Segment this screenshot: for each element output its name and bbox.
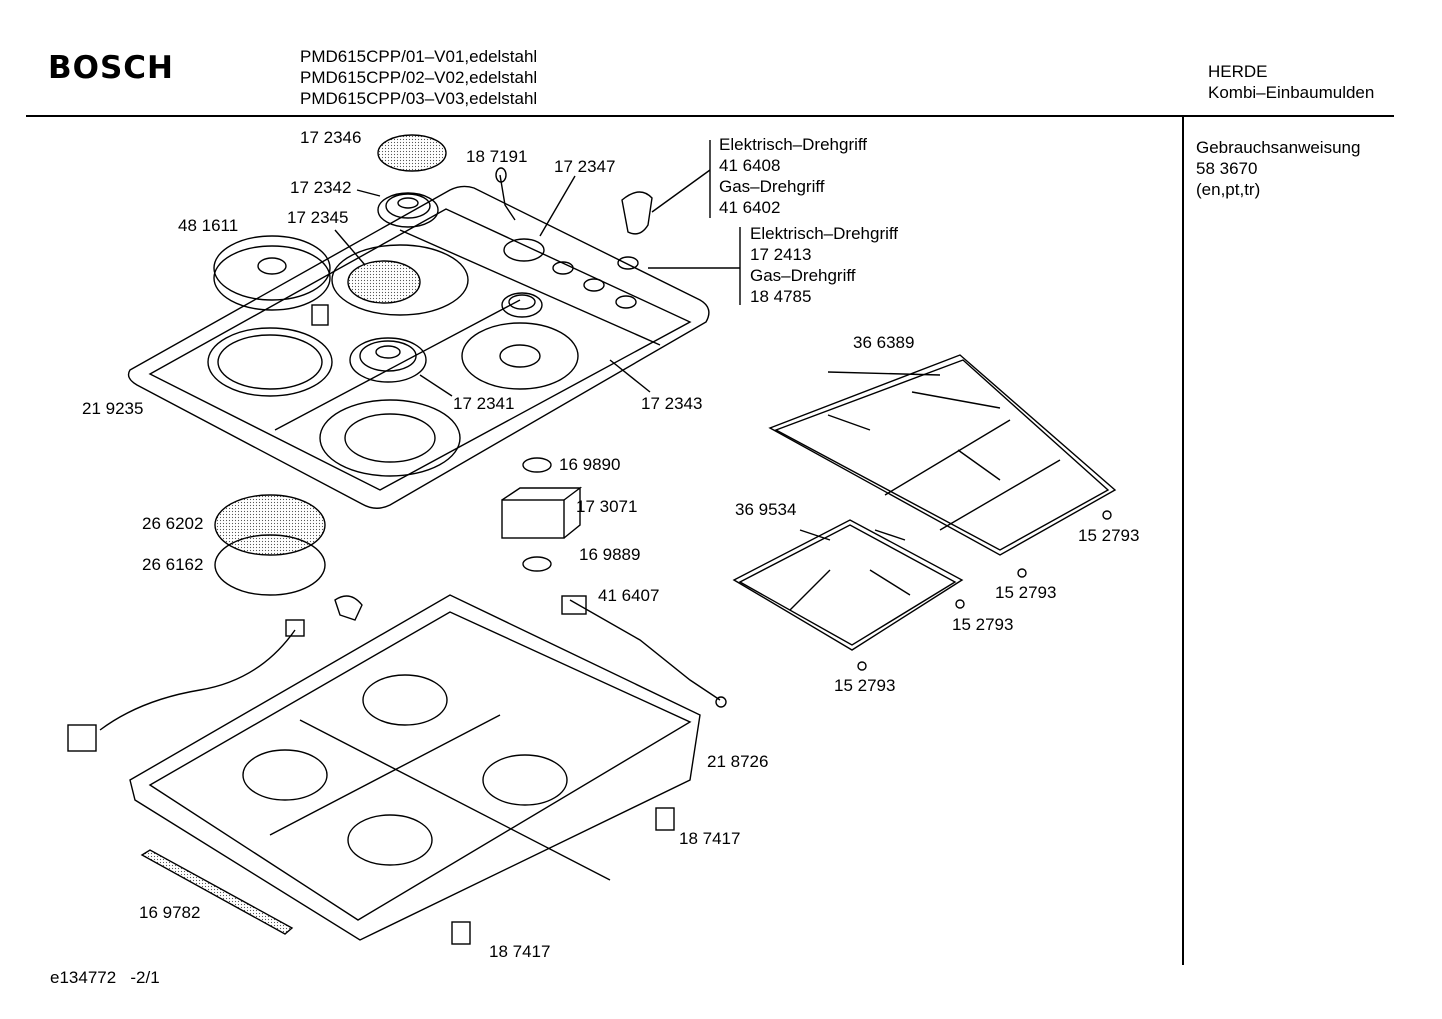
part-label: 26 6202 [142,514,204,533]
knob-group-line: 41 6408 [719,156,781,175]
model-line: PMD615CPP/02–V02,edelstahl [300,68,538,87]
knob-group-line: Gas–Drehgriff [750,266,856,285]
part-label: 17 2347 [554,157,616,176]
bosch-logo: BOSCH [48,50,175,86]
part-label: 15 2793 [952,615,1014,634]
category-line: Kombi–Einbaumulden [1208,83,1375,102]
part-label: 16 9890 [559,455,621,474]
part-label: 16 9889 [579,545,641,564]
part-label: 17 2346 [300,128,362,147]
part-label: 16 9782 [139,903,201,922]
manual-reference: Gebrauchsanweisung 58 3670 (en,pt,tr) [1196,137,1360,200]
manual-line: 58 3670 [1196,159,1258,178]
model-line: PMD615CPP/03–V03,edelstahl [300,89,538,108]
part-label: 15 2793 [995,583,1057,602]
hob-top-plate [127,185,710,509]
part-label: 17 2342 [290,178,352,197]
diagram-reference: e134772 -2/1 [50,968,160,987]
knob-group-line: 41 6402 [719,198,781,217]
part-label: 21 9235 [82,399,144,418]
part-label: 48 1611 [178,216,239,235]
knob-group-upper: Elektrisch–Drehgriff 41 6408 Gas–Drehgri… [719,134,867,218]
knob-group-line: Gas–Drehgriff [719,177,825,196]
part-label: 21 8726 [707,752,769,771]
burner-172343 [501,292,543,318]
manual-line: Gebrauchsanweisung [1196,138,1361,157]
knob-group-line: Elektrisch–Drehgriff [719,135,868,154]
part-label: 17 3071 [576,497,638,516]
pan-support-366389 [768,354,1117,556]
part-label: 17 2343 [641,394,703,413]
knob-group-lower: Elektrisch–Drehgriff 17 2413 Gas–Drehgri… [750,223,898,307]
header-divider [26,115,1394,117]
knob-group-line: Elektrisch–Drehgriff [750,224,899,243]
part-label: 26 6162 [142,555,204,574]
part-label: 17 2341 [453,394,515,413]
manual-line: (en,pt,tr) [1196,180,1261,199]
base-tray [129,594,701,941]
burner-172342 [377,192,439,228]
part-label: 18 7417 [679,829,741,848]
category-label: HERDE Kombi–Einbaumulden [1208,61,1374,103]
part-label: 36 9534 [735,500,797,519]
part-label: 18 7417 [489,942,551,961]
model-list: PMD615CPP/01–V01,edelstahl PMD615CPP/02–… [300,46,537,109]
part-label: 15 2793 [834,676,896,695]
part-label: 17 2345 [287,208,349,227]
model-line: PMD615CPP/01–V01,edelstahl [300,47,538,66]
pan-support-369534 [732,519,964,651]
category-line: HERDE [1208,62,1268,81]
burner-172341 [349,337,427,383]
sidebar-divider [1182,117,1184,965]
seal-strip [140,849,294,935]
part-label: 18 7191 [466,147,528,166]
part-label: 36 6389 [853,333,915,352]
knob-group-line: 18 4785 [750,287,812,306]
knob-group-line: 17 2413 [750,245,812,264]
part-label: 41 6407 [598,586,660,605]
part-label: 15 2793 [1078,526,1140,545]
